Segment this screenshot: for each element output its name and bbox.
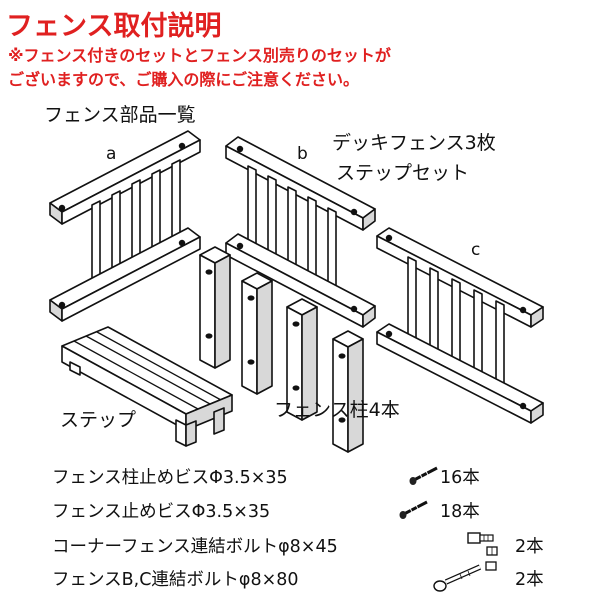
fence-c-drawing bbox=[376, 227, 544, 424]
parts-row-qty: 16本 bbox=[440, 468, 480, 488]
label-c: c bbox=[471, 240, 481, 260]
fence-a-drawing bbox=[49, 130, 201, 322]
deck-fence-label: デッキフェンス3枚 bbox=[332, 132, 496, 154]
section-title: フェンス部品一覧 bbox=[44, 104, 196, 126]
parts-row-name: コーナーフェンス連結ボルトφ8×45 bbox=[52, 537, 338, 557]
step-drawing bbox=[61, 326, 233, 447]
screw-icon bbox=[399, 500, 428, 519]
parts-row-name: フェンスB,C連結ボルトφ8×80 bbox=[52, 570, 299, 590]
parts-row-name: フェンス止めビスΦ3.5×35 bbox=[52, 502, 271, 522]
fence-b-drawing bbox=[225, 136, 376, 328]
parts-row-qty: 2本 bbox=[515, 537, 544, 557]
bolt-long-icon bbox=[433, 561, 497, 592]
notice-line-2: ございますので、ご購入の際にご注意ください。 bbox=[8, 70, 360, 89]
parts-row-qty: 2本 bbox=[515, 570, 544, 590]
bolt-short-icon bbox=[467, 532, 498, 556]
step-label: ステップ bbox=[60, 409, 137, 431]
screw-icon bbox=[409, 466, 438, 485]
page-title: フェンス取付説明 bbox=[6, 11, 222, 42]
posts-label: フェンス柱4本 bbox=[274, 399, 400, 421]
step-set-label: ステップセット bbox=[336, 162, 470, 184]
parts-row-qty: 18本 bbox=[440, 502, 480, 522]
parts-row-name: フェンス柱止めビスΦ3.5×35 bbox=[52, 468, 288, 488]
fence-posts-drawing bbox=[199, 246, 364, 453]
label-a: a bbox=[106, 144, 117, 164]
label-b: b bbox=[297, 144, 308, 164]
notice-line-1: ※フェンス付きのセットとフェンス別売りのセットが bbox=[8, 46, 391, 65]
